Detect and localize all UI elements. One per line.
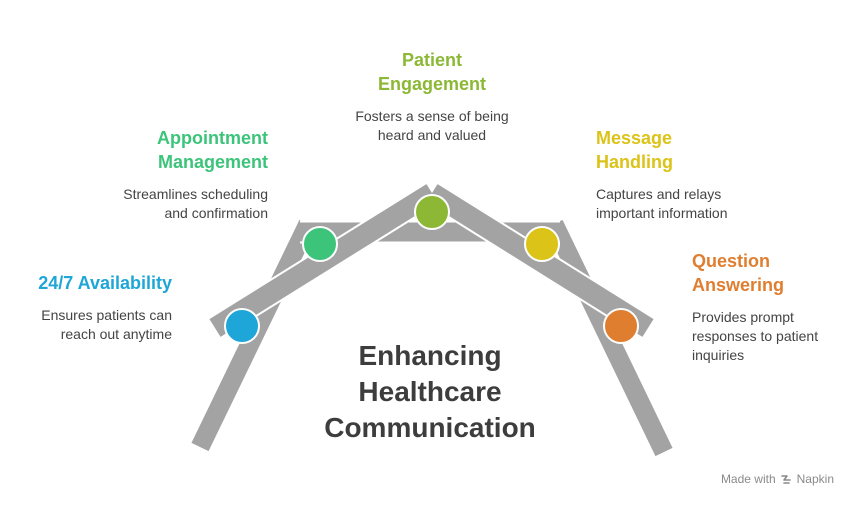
question-title-line: Question: [692, 251, 771, 271]
item-markers: [224, 194, 639, 344]
engagement-marker: [414, 194, 450, 230]
engagement-description: Fosters a sense of being heard and value…: [322, 107, 542, 145]
message-title: Message Handling: [596, 126, 673, 174]
appointment-title: Appointment Management: [157, 126, 268, 174]
availability-description: Ensures patients can reach out anytime: [41, 306, 172, 344]
made-with-napkin-badge[interactable]: Made with Napkin: [721, 472, 834, 486]
appointment-description: Streamlines scheduling and confirmation: [123, 185, 268, 223]
appointment-title-line: Appointment: [157, 128, 268, 148]
availability-title-line: 24/7 Availability: [38, 273, 172, 293]
message-title-line: Message: [596, 128, 673, 148]
question-desc-line: responses to patient: [692, 328, 819, 344]
availability-desc-line: Ensures patients can: [41, 307, 172, 323]
availability-title: 24/7 Availability: [38, 271, 172, 295]
diagram-title-line: Healthcare: [358, 376, 502, 407]
message-desc-line: Captures and relays: [596, 186, 722, 202]
diagram-title: Enhancing Healthcare Communication: [280, 338, 580, 446]
question-marker: [603, 308, 639, 344]
question-description: Provides prompt responses to patient inq…: [692, 308, 818, 365]
question-desc-line: inquiries: [692, 347, 745, 363]
engagement-title: Patient Engagement: [332, 48, 532, 96]
diagram-title-line: Enhancing: [358, 340, 502, 371]
message-title-line: Handling: [596, 152, 673, 172]
engagement-desc-line: Fosters a sense of being: [355, 108, 509, 124]
appointment-desc-line: Streamlines scheduling: [123, 186, 268, 202]
engagement-desc-line: heard and valued: [377, 127, 487, 143]
made-with-label: Made with: [720, 472, 776, 486]
message-desc-line: important information: [596, 205, 728, 221]
engagement-title-line: Engagement: [377, 74, 487, 94]
message-marker: [524, 226, 560, 262]
napkin-logo-icon: [780, 474, 791, 484]
appointment-title-line: Management: [157, 152, 268, 172]
appointment-marker: [302, 226, 338, 262]
appointment-desc-line: and confirmation: [164, 205, 268, 221]
question-title-line: Answering: [692, 275, 785, 295]
availability-desc-line: reach out anytime: [60, 326, 172, 342]
message-description: Captures and relays important informatio…: [596, 185, 728, 223]
napkin-brand-label: Napkin: [796, 472, 834, 486]
availability-marker: [224, 308, 260, 344]
question-title: Question Answering: [692, 249, 784, 297]
engagement-title-line: Patient: [401, 50, 462, 70]
diagram-title-line: Communication: [324, 412, 536, 443]
question-desc-line: Provides prompt: [692, 309, 794, 325]
